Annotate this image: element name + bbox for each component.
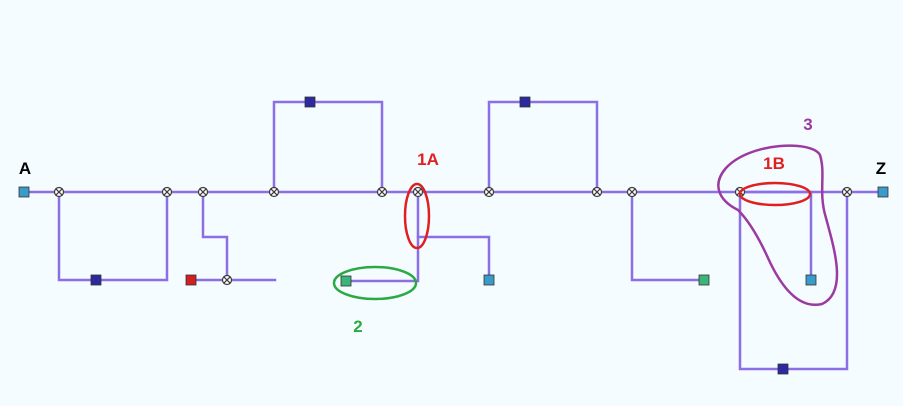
label-3: 3: [803, 115, 812, 134]
branch-right-small: [738, 190, 813, 282]
circle-cross-icon: [53, 186, 65, 198]
circle-cross-icon: [197, 186, 209, 198]
branch-upper-loop-1: [272, 100, 384, 194]
nodes: [18, 96, 889, 375]
branch-loop-1: [57, 190, 169, 282]
circle-cross-icon: [376, 186, 388, 198]
label-2: 2: [353, 317, 362, 336]
labels: A Z 1A 1B 2 3: [19, 115, 886, 336]
node-green: [340, 275, 352, 287]
node-green: [698, 274, 710, 286]
terminal-node-a: [18, 186, 30, 198]
circle-cross-icon: [591, 186, 603, 198]
annotation-1b-ellipse: [738, 181, 812, 207]
branch-upper-loop-2: [487, 100, 599, 194]
label-a: A: [19, 159, 31, 178]
circle-cross-icon: [626, 186, 638, 198]
circle-cross-icon: [412, 186, 424, 198]
node-dark: [304, 96, 316, 108]
label-1a: 1A: [417, 150, 439, 169]
circle-cross-icon: [221, 274, 233, 286]
circle-cross-icon: [841, 186, 853, 198]
branch-center-drop: [344, 190, 420, 283]
annotation-2-ellipse: [332, 265, 418, 301]
terminal-node-z: [877, 186, 889, 198]
circle-cross-icon: [268, 186, 280, 198]
node-dark: [777, 363, 789, 375]
circle-cross-icon: [161, 186, 173, 198]
node-red: [185, 274, 197, 286]
label-z: Z: [876, 159, 886, 178]
annotation-1a-ellipse: [403, 182, 431, 250]
label-1b: 1B: [763, 154, 785, 173]
annotations: [332, 144, 839, 307]
branch-green-right: [630, 190, 706, 282]
node-terminal: [483, 274, 495, 286]
node-terminal: [805, 274, 817, 286]
branch-bottom-loop: [738, 190, 849, 371]
annotation-3-outline: [717, 144, 839, 307]
node-dark: [519, 96, 531, 108]
node-dark: [90, 274, 102, 286]
circle-cross-icon: [483, 186, 495, 198]
branch-step: [201, 190, 229, 282]
branch-center-right: [416, 235, 491, 282]
junctions: [53, 186, 853, 286]
wires: [22, 100, 885, 371]
